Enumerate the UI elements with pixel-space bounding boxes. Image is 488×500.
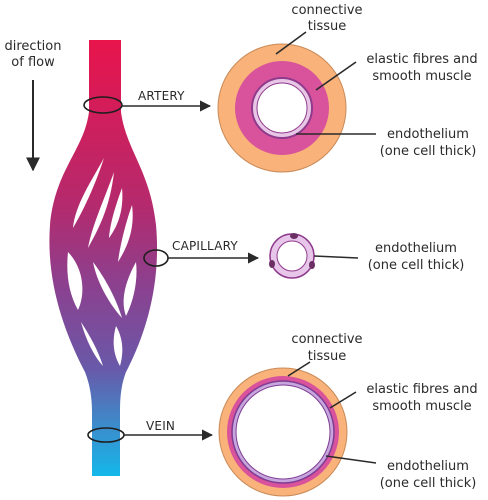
- vein-connective-label-line1: connective: [291, 332, 362, 347]
- artery-cross-section: [217, 43, 347, 173]
- artery-elastic-label-line2: smooth muscle: [372, 69, 471, 84]
- artery-marker-ring: [83, 96, 123, 114]
- vein-endothelium-leader: [325, 455, 377, 464]
- capillary-endothelium-label-line1: endothelium: [375, 241, 457, 256]
- vein-endothelium-label-line2: (one cell thick): [380, 476, 477, 491]
- capillary-endothelium-leader: [313, 255, 359, 259]
- vein-lumen: [235, 384, 331, 480]
- vein-elastic-label-line2: smooth muscle: [372, 399, 471, 414]
- vein-connective-leader: [287, 361, 311, 377]
- artery-connective-leader: [275, 31, 307, 55]
- artery-connective-label-line1: connective: [291, 3, 362, 18]
- direction-label-line2: of flow: [11, 55, 55, 70]
- capillary-cell-nucleus: [290, 233, 298, 239]
- vessel-network-shape: [49, 40, 158, 476]
- vein-endothelium-label-line1: endothelium: [387, 459, 469, 474]
- capillary-endothelium-label-line2: (one cell thick): [368, 258, 465, 273]
- artery-elastic-leader: [315, 61, 357, 91]
- artery-label: ARTERY: [138, 89, 185, 103]
- vein-elastic-label-line1: elastic fibres and: [366, 382, 477, 397]
- capillary-cell-nucleus: [269, 260, 275, 268]
- artery-lumen: [256, 82, 308, 134]
- artery-elastic-label-line1: elastic fibres and: [366, 52, 477, 67]
- vein-elastic-leader: [329, 391, 357, 409]
- capillary-label: CAPILLARY: [172, 239, 238, 253]
- artery-endothelium-label-line1: endothelium: [387, 127, 469, 142]
- vein-label: VEIN: [146, 419, 175, 433]
- artery-endothelium-label-line2: (one cell thick): [380, 144, 477, 159]
- capillary-cell-nucleus: [309, 261, 315, 269]
- direction-of-flow-label: direction of flow: [5, 39, 62, 70]
- capillary-cross-section: [269, 233, 315, 279]
- capillary-lumen: [276, 240, 308, 272]
- vein-connective-label-line2: tissue: [308, 349, 347, 364]
- vessel-network: [49, 40, 158, 476]
- direction-label-line1: direction: [5, 39, 62, 54]
- vein-cross-section: [218, 367, 348, 497]
- artery-connective-label-line2: tissue: [308, 19, 347, 34]
